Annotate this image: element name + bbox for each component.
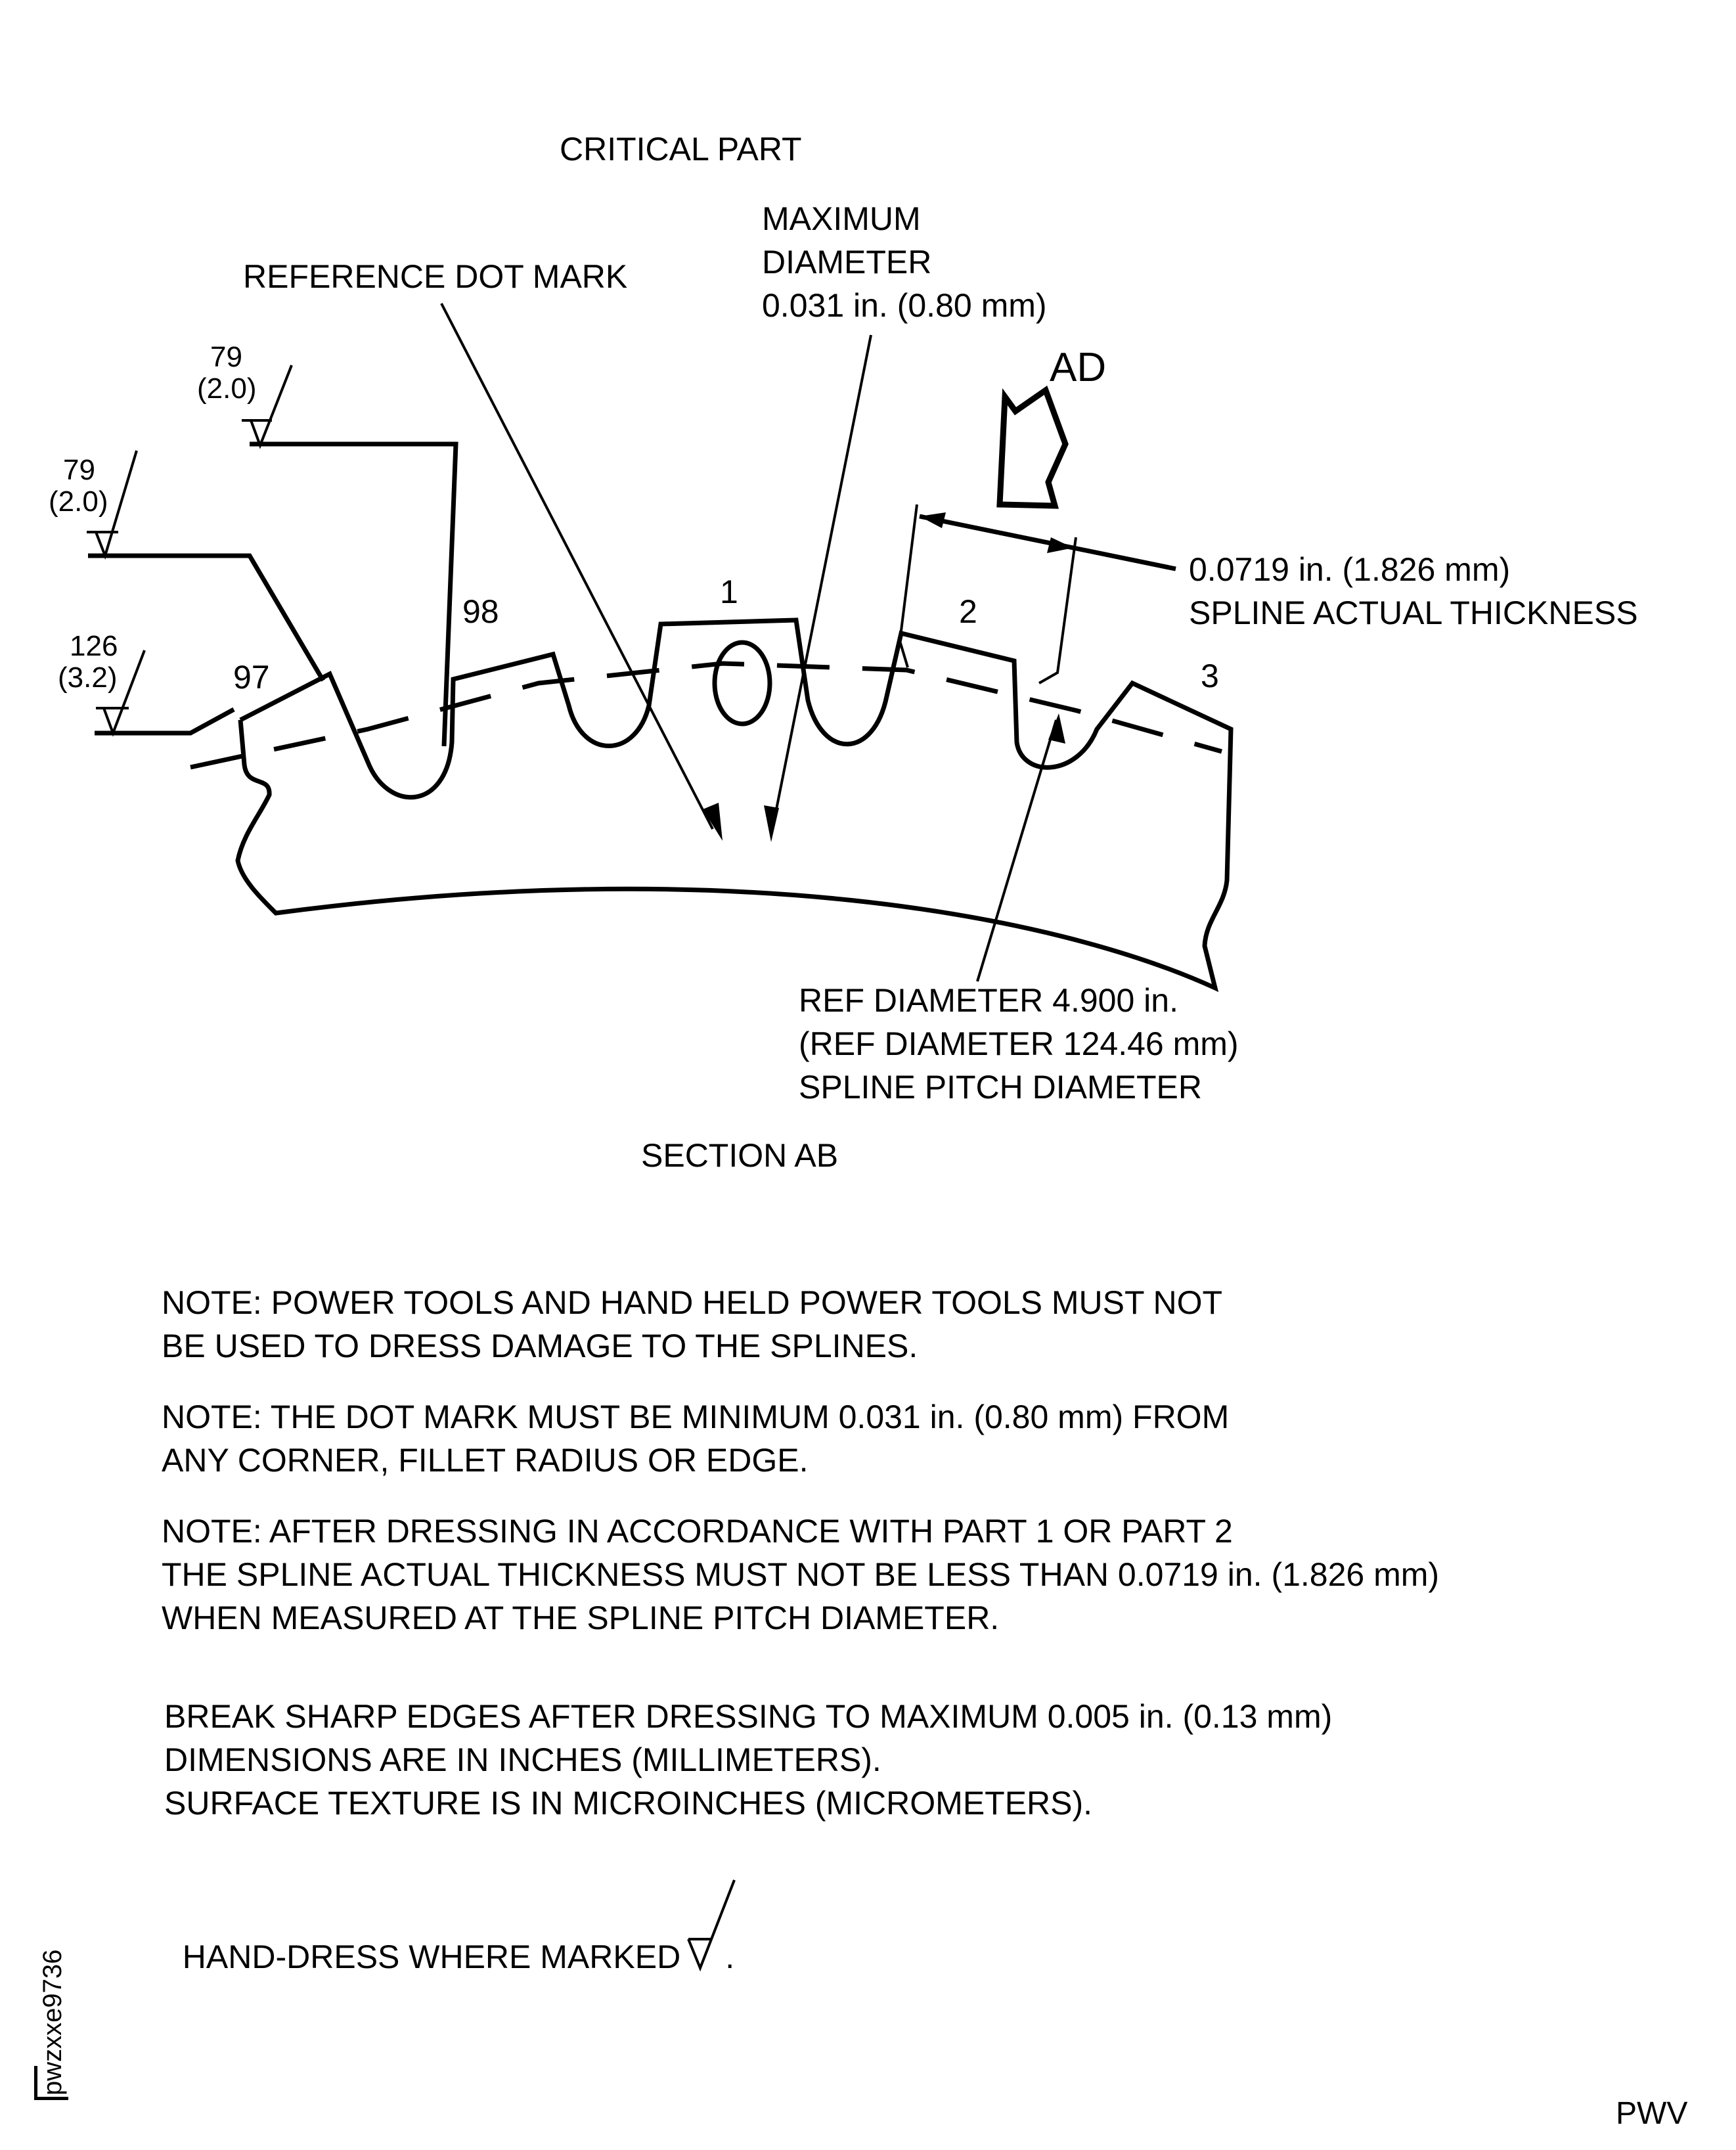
pitch-diameter-line-3: SPLINE PITCH DIAMETER [799, 1069, 1202, 1106]
note-line: NOTE: POWER TOOLS AND HAND HELD POWER TO… [162, 1284, 1223, 1321]
note-line: THE SPLINE ACTUAL THICKNESS MUST NOT BE … [162, 1556, 1440, 1593]
max-diameter-line-2: DIAMETER [762, 244, 931, 280]
spline-thickness-value: 0.0719 in. (1.826 mm) [1189, 551, 1510, 588]
dimension-arrowhead-icon [920, 512, 946, 528]
texture-micrometers: (2.0) [197, 372, 256, 405]
max-diameter-line-1: MAXIMUM [762, 200, 921, 237]
pitch-diameter-line-1: REF DIAMETER 4.900 in. [799, 982, 1178, 1019]
note-dot-mark: NOTE: THE DOT MARK MUST BE MINIMUM 0.031… [162, 1395, 1672, 1482]
general-notes: BREAK SHARP EDGES AFTER DRESSING TO MAXI… [164, 1695, 1332, 1825]
surface-texture-mark-3: 126 (3.2) [58, 630, 235, 737]
general-note-line: DIMENSIONS ARE IN INCHES (MILLIMETERS). [164, 1741, 881, 1778]
texture-microinches: 126 [70, 630, 118, 662]
note-line: WHEN MEASURED AT THE SPLINE PITCH DIAMET… [162, 1600, 1000, 1636]
surface-texture-symbol-icon [687, 1879, 736, 1972]
surface-texture-mark-2: 79 (2.0) [49, 450, 326, 682]
pitch-diameter-line-2: (REF DIAMETER 124.46 mm) [799, 1025, 1239, 1062]
critical-part-label: CRITICAL PART [560, 131, 802, 168]
notes-section: NOTE: POWER TOOLS AND HAND HELD POWER TO… [162, 1281, 1672, 1667]
spline-number-1: 1 [720, 573, 738, 610]
section-title: SECTION AB [641, 1137, 838, 1174]
reference-dot-mark-icon [712, 640, 772, 727]
note-line: BE USED TO DRESS DAMAGE TO THE SPLINES. [162, 1328, 918, 1364]
general-note-line: SURFACE TEXTURE IS IN MICROINCHES (MICRO… [164, 1785, 1093, 1822]
texture-micrometers: (3.2) [58, 661, 117, 694]
spline-number-98: 98 [462, 593, 499, 630]
note-after-dressing: NOTE: AFTER DRESSING IN ACCORDANCE WITH … [162, 1510, 1672, 1640]
dimension-arrowhead-icon [1047, 537, 1073, 553]
max-diameter-leader [764, 334, 872, 842]
reference-dot-mark-label: REFERENCE DOT MARK [243, 258, 627, 295]
figure-id-bracket [34, 2066, 68, 2100]
leader-arrowhead-icon [764, 805, 779, 842]
view-arrow-label: AD [1050, 345, 1106, 390]
reference-dot-mark-leader [440, 303, 723, 841]
leader-arrowhead-icon [1048, 713, 1065, 744]
pitch-diameter-callout: REF DIAMETER 4.900 in. (REF DIAMETER 124… [799, 713, 1239, 1106]
note-line: NOTE: AFTER DRESSING IN ACCORDANCE WITH … [162, 1513, 1233, 1550]
note-line: NOTE: THE DOT MARK MUST BE MINIMUM 0.031… [162, 1399, 1230, 1435]
general-note-line: BREAK SHARP EDGES AFTER DRESSING TO MAXI… [164, 1698, 1333, 1735]
max-diameter-line-3: 0.031 in. (0.80 mm) [762, 287, 1047, 324]
spline-ring-profile [235, 617, 1234, 993]
spline-thickness-label: SPLINE ACTUAL THICKNESS [1189, 594, 1638, 631]
leader-arrowhead-icon [703, 803, 723, 841]
texture-micrometers: (2.0) [49, 485, 108, 518]
extension-line [898, 504, 918, 668]
spline-number-3: 3 [1201, 658, 1219, 694]
texture-microinches: 79 [210, 341, 242, 373]
hand-dress-suffix: . [725, 1938, 735, 1975]
hand-dress-note: HAND-DRESS WHERE MARKED. [164, 1859, 736, 1976]
figure-id: pwzxxe9736 [38, 1949, 67, 2095]
extension-line [1038, 537, 1077, 684]
surface-texture-mark-1: 79 (2.0) [197, 341, 458, 747]
spline-thickness-dimension: 0.0719 in. (1.826 mm) SPLINE ACTUAL THIC… [898, 504, 1638, 684]
view-arrow-ad: AD [996, 345, 1106, 509]
spline-number-97: 97 [233, 659, 270, 696]
note-line: ANY CORNER, FILLET RADIUS OR EDGE. [162, 1442, 809, 1479]
note-power-tools: NOTE: POWER TOOLS AND HAND HELD POWER TO… [162, 1281, 1672, 1368]
publisher-code: PWV [1616, 2096, 1688, 2131]
spline-number-2: 2 [959, 593, 977, 630]
texture-microinches: 79 [63, 454, 95, 486]
view-direction-arrow-icon [996, 385, 1069, 509]
hand-dress-text: HAND-DRESS WHERE MARKED [182, 1938, 681, 1975]
pitch-diameter-line [190, 661, 1222, 770]
